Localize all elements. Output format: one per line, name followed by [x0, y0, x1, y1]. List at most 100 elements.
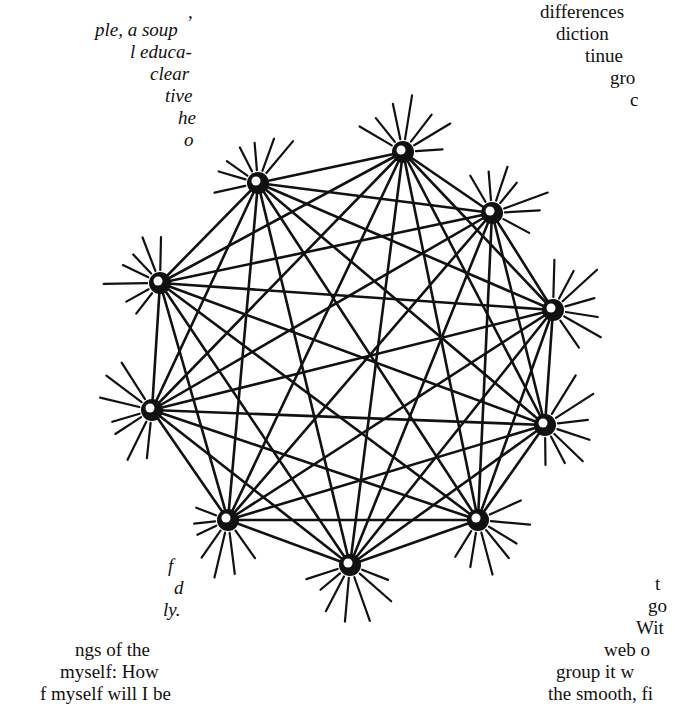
node-dot [481, 202, 503, 224]
node-highlight [539, 419, 548, 428]
ray-stroke [489, 172, 491, 200]
ray-stroke [106, 376, 141, 403]
node-highlight [252, 177, 261, 186]
text-fragment: myself: How [60, 662, 159, 682]
ray-stroke [215, 186, 246, 193]
text-fragment: c [630, 90, 638, 110]
web-line [160, 283, 545, 425]
ray-stroke [393, 104, 400, 139]
ray-stroke [558, 420, 588, 424]
ray-stroke [554, 434, 582, 461]
web-line [152, 213, 492, 410]
node-highlight [547, 304, 556, 313]
text-fragment: group it w [556, 662, 634, 682]
web-line [350, 310, 553, 565]
text-fragment: f [168, 556, 173, 576]
node-dot [217, 509, 239, 531]
ray-stroke [104, 282, 147, 285]
text-fragment: t [655, 574, 660, 594]
ray-stroke [557, 429, 589, 440]
ray-stroke [551, 437, 565, 464]
ray-stroke [416, 149, 443, 151]
ray-stroke [486, 530, 509, 558]
ray-stroke [566, 312, 598, 317]
ray-stroke [354, 577, 369, 621]
ray-stroke [202, 531, 221, 558]
ray-stroke [563, 270, 597, 301]
ray-stroke [126, 289, 148, 301]
text-fragment: o [184, 130, 194, 150]
ray-stroke [544, 438, 547, 465]
ray-stroke [455, 531, 471, 557]
web-line [478, 425, 545, 520]
ray-stroke [490, 500, 521, 514]
ray-stroke [489, 527, 516, 544]
web-line [258, 183, 553, 310]
node-highlight [146, 404, 155, 413]
node-dot [467, 509, 489, 531]
ray-stroke [128, 422, 147, 460]
text-fragment: d [174, 578, 184, 598]
ray-stroke [266, 141, 293, 173]
ray-stroke [560, 321, 579, 348]
ray-stroke [227, 161, 247, 175]
ray-stroke [491, 521, 530, 524]
text-fragment: tive [165, 86, 192, 106]
text-fragment: Wit [636, 618, 664, 638]
ray-stroke [194, 521, 215, 523]
ray-stroke [236, 531, 255, 558]
web-line [350, 520, 478, 565]
ray-stroke [133, 254, 151, 273]
ray-stroke [214, 533, 225, 578]
ray-stroke [405, 95, 412, 139]
web-line [228, 520, 350, 565]
ray-stroke [230, 533, 235, 574]
ray-stroke [143, 237, 156, 270]
node-dot [542, 299, 564, 321]
ray-stroke [320, 573, 340, 589]
node-highlight [397, 146, 406, 155]
text-fragment: tinue [585, 46, 623, 66]
web-line [152, 410, 228, 520]
node-highlight [486, 207, 495, 216]
web-line [160, 213, 492, 283]
node-dot [247, 172, 269, 194]
web-line [152, 410, 350, 565]
web-line [228, 519, 478, 522]
ray-stroke [504, 193, 548, 209]
text-fragment: l educa- [130, 42, 192, 62]
ray-stroke [553, 260, 554, 297]
web-line [258, 183, 478, 520]
web-line [152, 283, 160, 410]
ray-stroke [505, 210, 540, 212]
ray-stroke [122, 363, 145, 399]
node-highlight [472, 514, 481, 523]
web-line [478, 213, 492, 520]
ray-stroke [100, 398, 139, 407]
node-dot [149, 272, 171, 294]
text-fragment: differences [540, 2, 624, 22]
text-fragment: f myself will I be [40, 684, 171, 704]
node-dot [534, 414, 556, 436]
web-line [160, 283, 478, 520]
node-dot [141, 399, 163, 421]
web-line [350, 213, 492, 565]
node-highlight [344, 559, 353, 568]
ray-stroke [503, 219, 529, 233]
ray-stroke [197, 526, 216, 535]
text-fragment: gro [610, 68, 635, 88]
ray-stroke [136, 293, 152, 313]
text-fragment: clear [150, 64, 189, 84]
ray-stroke [112, 414, 139, 422]
node-highlight [222, 514, 231, 523]
ray-stroke [360, 127, 392, 146]
ray-stroke [556, 394, 593, 418]
ray-stroke [159, 237, 162, 270]
ray-stroke [376, 118, 395, 142]
node-dot [392, 141, 414, 163]
web-line [152, 183, 258, 410]
text-fragment: diction [556, 24, 609, 44]
web-line [160, 183, 258, 283]
ray-stroke [345, 578, 349, 622]
